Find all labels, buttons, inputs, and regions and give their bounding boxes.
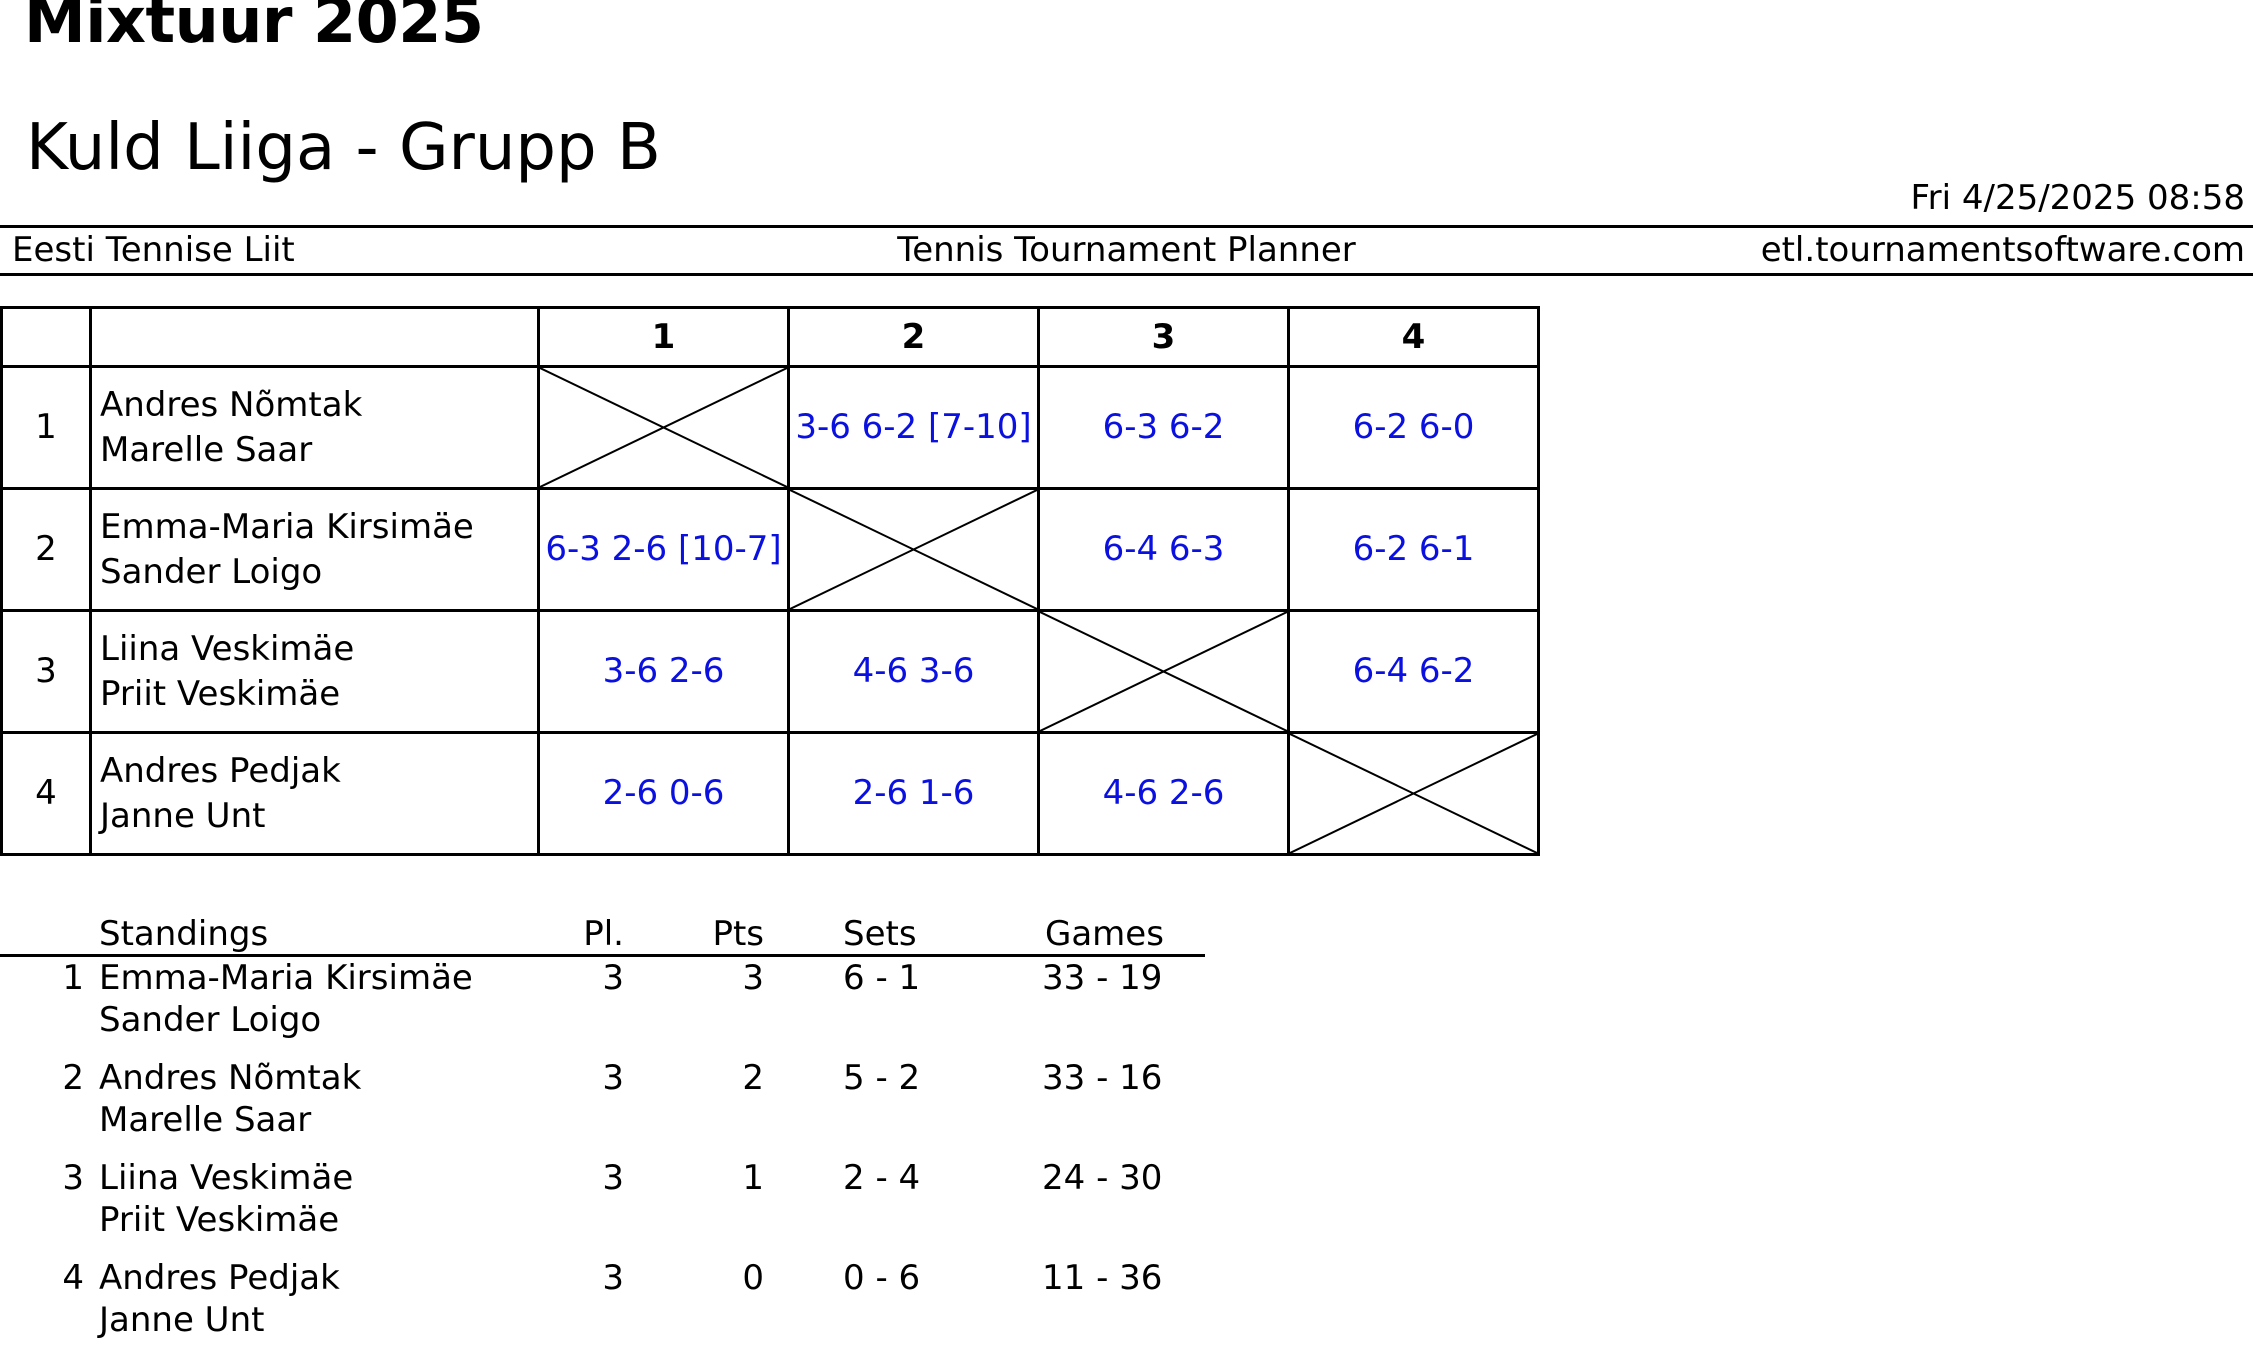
group-title: Kuld Liiga - Grupp B — [26, 111, 661, 185]
self-match-cross — [1037, 609, 1290, 734]
sets-value: 6 - 1 — [843, 958, 921, 998]
player-name[interactable]: Janne Unt — [100, 795, 266, 836]
played-value: 3 — [602, 958, 624, 998]
player-name[interactable]: Marelle Saar — [100, 429, 313, 470]
matrix-corner-cell — [0, 306, 92, 368]
standings-row: 3 Liina Veskimäe Priit Veskimäe 3 1 2 - … — [0, 1157, 1205, 1257]
match-score[interactable]: 4-6 3-6 — [787, 609, 1040, 734]
sets-value: 5 - 2 — [843, 1058, 921, 1098]
standings-row: 2 Andres Nõmtak Marelle Saar 3 2 5 - 2 3… — [0, 1057, 1205, 1157]
player-name[interactable]: Emma-Maria Kirsimäe — [99, 958, 473, 998]
sets-value: 0 - 6 — [843, 1258, 921, 1298]
tournament-title: Mixtuur 2025 — [24, 0, 484, 57]
standings-row: 4 Andres Pedjak Janne Unt 3 0 0 - 6 11 -… — [0, 1257, 1205, 1357]
player-name[interactable]: Andres Pedjak — [99, 1258, 340, 1298]
matrix-header-row: 1 2 3 4 — [0, 306, 1540, 368]
software-name: Tennis Tournament Planner — [897, 230, 1356, 270]
sets-value: 2 - 4 — [843, 1158, 921, 1198]
results-matrix: 1 2 3 4 1 Andres Nõmtak Marelle Saar 3-6… — [0, 306, 1540, 856]
player-name[interactable]: Liina Veskimäe — [100, 629, 355, 670]
match-score[interactable]: 6-2 6-1 — [1287, 487, 1540, 612]
player-name[interactable]: Priit Veskimäe — [99, 1200, 340, 1240]
player-name[interactable]: Sander Loigo — [99, 1000, 322, 1040]
player-name[interactable]: Priit Veskimäe — [100, 673, 341, 714]
standing-rank: 2 — [62, 1058, 84, 1098]
points-header: Pts — [712, 914, 764, 954]
player-name[interactable]: Andres Nõmtak — [100, 385, 363, 426]
column-header: 4 — [1287, 306, 1540, 368]
games-value: 33 - 16 — [1042, 1058, 1163, 1098]
standings-heading: Standings — [99, 914, 269, 954]
matrix-row: 4 Andres Pedjak Janne Unt 2-6 0-6 2-6 1-… — [0, 731, 1540, 856]
header-rule-top — [0, 225, 2253, 228]
player-name[interactable]: Andres Pedjak — [100, 751, 341, 792]
games-header: Games — [1045, 914, 1164, 954]
team-names: Andres Pedjak Janne Unt — [89, 731, 540, 856]
player-name[interactable]: Andres Nõmtak — [99, 1058, 362, 1098]
sets-header: Sets — [843, 914, 917, 954]
player-name[interactable]: Marelle Saar — [99, 1100, 312, 1140]
points-value: 1 — [742, 1158, 764, 1198]
played-value: 3 — [602, 1258, 624, 1298]
column-header: 2 — [787, 306, 1040, 368]
print-datetime: Fri 4/25/2025 08:58 — [1910, 178, 2245, 218]
match-score[interactable]: 6-2 6-0 — [1287, 365, 1540, 490]
played-value: 3 — [602, 1158, 624, 1198]
matrix-row: 3 Liina Veskimäe Priit Veskimäe 3-6 2-6 … — [0, 609, 1540, 734]
standing-rank: 1 — [62, 958, 84, 998]
player-name[interactable]: Emma-Maria Kirsimäe — [100, 507, 474, 548]
standings-header: Standings Pl. Pts Sets Games — [0, 910, 1205, 957]
self-match-cross — [537, 365, 790, 490]
standing-rank: 3 — [62, 1158, 84, 1198]
player-name[interactable]: Sander Loigo — [100, 551, 323, 592]
points-value: 3 — [742, 958, 764, 998]
played-value: 3 — [602, 1058, 624, 1098]
match-score[interactable]: 6-3 6-2 — [1037, 365, 1290, 490]
column-header: 3 — [1037, 306, 1290, 368]
standings-row: 1 Emma-Maria Kirsimäe Sander Loigo 3 3 6… — [0, 957, 1205, 1057]
self-match-cross — [1287, 731, 1540, 856]
match-score[interactable]: 3-6 2-6 — [537, 609, 790, 734]
row-number: 3 — [0, 609, 92, 734]
match-score[interactable]: 4-6 2-6 — [1037, 731, 1290, 856]
matrix-names-header — [89, 306, 540, 368]
row-number: 2 — [0, 487, 92, 612]
match-score[interactable]: 6-4 6-3 — [1037, 487, 1290, 612]
team-names: Andres Nõmtak Marelle Saar — [89, 365, 540, 490]
self-match-cross — [787, 487, 1040, 612]
match-score[interactable]: 2-6 1-6 — [787, 731, 1040, 856]
matrix-row: 1 Andres Nõmtak Marelle Saar 3-6 6-2 [7-… — [0, 365, 1540, 490]
played-header: Pl. — [583, 914, 624, 954]
points-value: 0 — [742, 1258, 764, 1298]
team-names: Emma-Maria Kirsimäe Sander Loigo — [89, 487, 540, 612]
games-value: 11 - 36 — [1042, 1258, 1163, 1298]
points-value: 2 — [742, 1058, 764, 1098]
player-name[interactable]: Liina Veskimäe — [99, 1158, 354, 1198]
column-header: 1 — [537, 306, 790, 368]
match-score[interactable]: 6-3 2-6 [10-7] — [537, 487, 790, 612]
match-score[interactable]: 6-4 6-2 — [1287, 609, 1540, 734]
row-number: 1 — [0, 365, 92, 490]
matrix-row: 2 Emma-Maria Kirsimäe Sander Loigo 6-3 2… — [0, 487, 1540, 612]
match-score[interactable]: 3-6 6-2 [7-10] — [787, 365, 1040, 490]
match-score[interactable]: 2-6 0-6 — [537, 731, 790, 856]
team-names: Liina Veskimäe Priit Veskimäe — [89, 609, 540, 734]
header-rule-bottom — [0, 273, 2253, 276]
organizer-bar: Eesti Tennise Liit Tennis Tournament Pla… — [0, 230, 2253, 270]
website-link[interactable]: etl.tournamentsoftware.com — [1760, 230, 2245, 270]
standings-table: Standings Pl. Pts Sets Games 1 Emma-Mari… — [0, 910, 1205, 1357]
games-value: 33 - 19 — [1042, 958, 1163, 998]
organizer-name: Eesti Tennise Liit — [12, 230, 295, 270]
games-value: 24 - 30 — [1042, 1158, 1163, 1198]
row-number: 4 — [0, 731, 92, 856]
player-name[interactable]: Janne Unt — [99, 1300, 265, 1340]
standing-rank: 4 — [62, 1258, 84, 1298]
